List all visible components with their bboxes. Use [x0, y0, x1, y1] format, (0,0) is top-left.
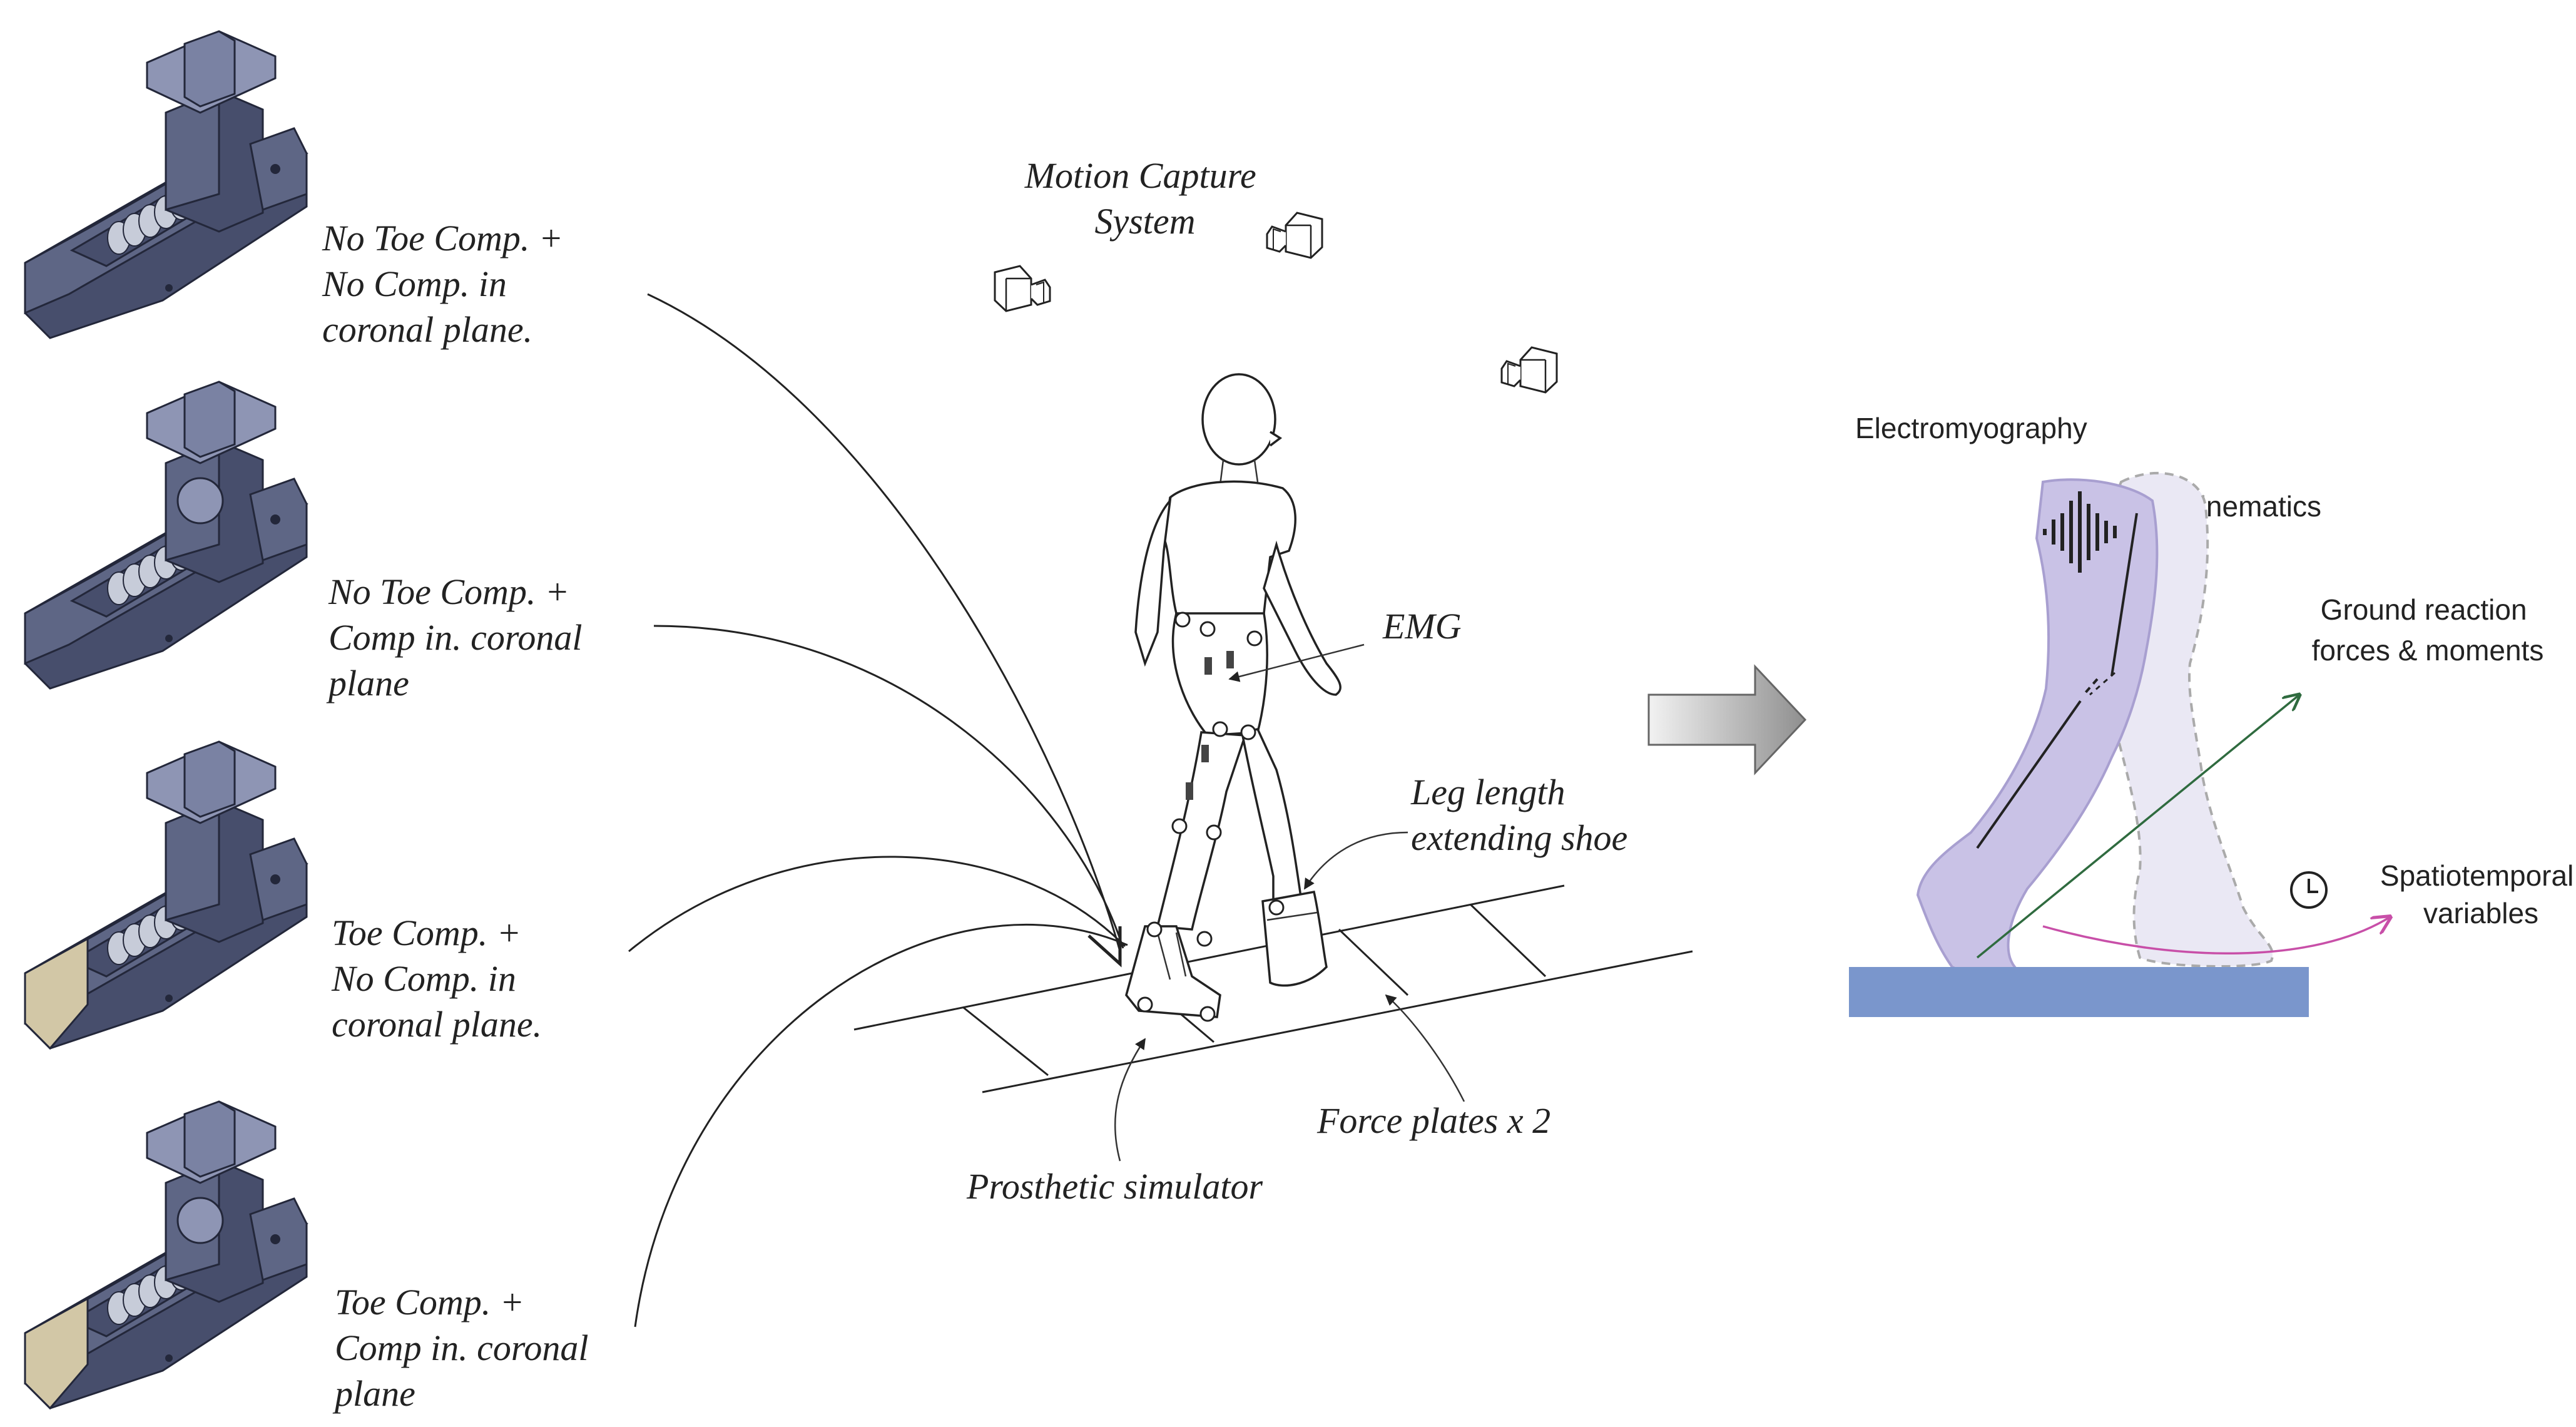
- variant-connectors: [628, 293, 1128, 1327]
- leg-length-label: Leg length extending shoe: [1410, 772, 1627, 858]
- camera-icon: [1500, 346, 1558, 394]
- variant-1-label: No Toe Comp. + No Comp. in coronal plane…: [322, 218, 573, 350]
- walking-subject: [1125, 373, 1341, 1022]
- kinematic-segments: [1976, 513, 2138, 849]
- motion-capture-label: Motion Capture System: [1024, 155, 1266, 242]
- device-variant-1: [24, 30, 308, 339]
- emg-label: EMG: [1382, 606, 1462, 647]
- variant-4-label: Toe Comp. + Comp in. coronal plane: [332, 1282, 598, 1414]
- device-variant-4: [24, 1100, 308, 1410]
- camera-icon: [1266, 212, 1323, 259]
- leg-length-pointer: [1303, 831, 1408, 890]
- electromyography-label: Electromyography: [1855, 412, 2087, 444]
- emg-signal-icon: [2043, 491, 2117, 573]
- prosthetic-simulator-pointer: [1114, 1038, 1146, 1162]
- force-plates-label: Force plates x 2: [1316, 1100, 1550, 1141]
- variant-3-label: Toe Comp. + No Comp. in coronal plane.: [331, 913, 542, 1045]
- device-variant-3: [24, 740, 308, 1050]
- right-arrow-icon: [1647, 664, 1807, 775]
- device-variant-2: [24, 381, 308, 690]
- variant-2-label: No Toe Comp. + Comp in. coronal plane: [326, 571, 591, 703]
- camera-icon: [994, 265, 1051, 312]
- spatiotemporal-label: Spatiotemporal variables: [2380, 859, 2576, 929]
- ground-plate: [1849, 967, 2309, 1017]
- clock-icon: [2290, 871, 2328, 909]
- grf-arrow: [1976, 695, 2299, 959]
- kinematics-leg: [1916, 478, 2159, 976]
- prosthetic-simulator-label: Prosthetic simulator: [966, 1166, 1263, 1207]
- spatiotemporal-arrow: [2042, 917, 2390, 955]
- emg-pointer: [1228, 643, 1365, 682]
- grf-label: Ground reaction forces & moments: [2312, 593, 2544, 667]
- force-plates-pointer: [1385, 994, 1465, 1102]
